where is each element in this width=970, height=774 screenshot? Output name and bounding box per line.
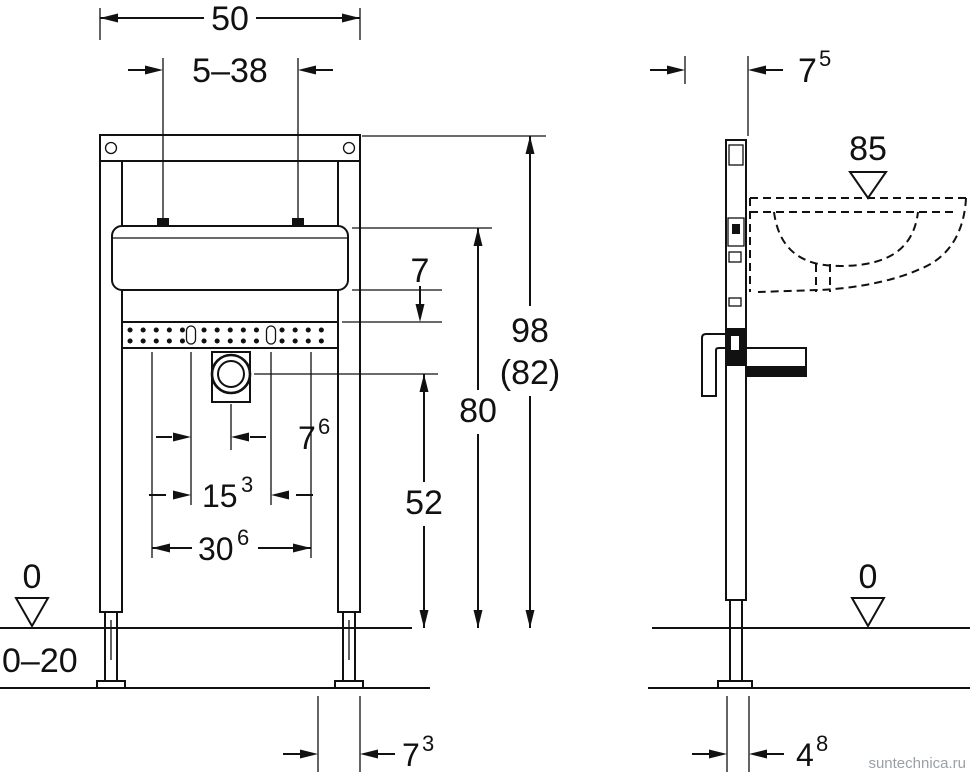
arrow-up-icon [419,374,429,392]
arrow-up-icon [525,136,535,154]
side-view: 7 5 85 0 4 8 [648,46,970,773]
dim-75-label: 7 [798,52,817,90]
top-crossbar [99,134,361,162]
datum-level-icon [14,597,50,629]
dim-tap-height-range: 5–38 [128,52,333,224]
dim-73-label: 7 [402,737,420,773]
arrow-right-icon [145,65,163,75]
arrow-left-icon [100,13,118,23]
arrow-left-icon [231,432,249,442]
dim-73-sup: 3 [422,731,434,756]
corner-screw-icon [104,141,118,155]
fixing-slot [185,325,197,345]
level-zero-label: 0 [23,558,42,596]
dim-153-sup: 3 [241,472,253,497]
arrow-left-icon [271,490,289,500]
arrow-down-icon [473,610,483,628]
drain-fitting [210,351,252,403]
arrow-right-icon [300,749,318,759]
side-rail [701,139,807,689]
dim-frame-height-98-82: 98 (82) [362,135,560,628]
dim-75-sup: 5 [819,46,831,71]
support-plate [111,218,349,291]
dim-gap-label: 7 [411,252,430,290]
arrow-up-icon [473,228,483,246]
floor-buildup-label: 0–20 [2,642,78,680]
arrow-left-icon [298,65,316,75]
datum-basin-85: 85 [848,130,888,200]
drain-elbow [701,333,726,397]
dim-offset-7: 7 [342,252,442,323]
arrow-right-icon [667,65,685,75]
dim-drain-height-52: 52 [254,373,443,628]
dim-depth-7-5: 7 5 [650,46,831,136]
arrow-down-icon [525,610,535,628]
datum-level-icon [850,597,886,629]
watermark: suntechnica.ru [868,755,966,772]
dim-48-sup: 8 [816,731,828,756]
dim-height-alt-label: (82) [500,354,560,392]
dim-rim-label: 80 [459,392,497,430]
dim-spacing-15-3: 15 3 [149,472,313,514]
datum-level-icon [848,171,888,200]
arrow-right-icon [173,490,191,500]
arrow-right-icon [173,432,191,442]
dim-foot-offset-7-3: 7 3 [283,696,434,773]
fixing-slot [265,325,277,345]
datum-zero-left: 0 0–20 [0,558,430,689]
mounting-rail [121,321,339,349]
dim-306-sup: 6 [237,525,249,550]
arrow-down-icon [415,304,425,322]
arrow-left-icon [748,65,766,75]
basin-height-label: 85 [849,130,887,168]
arrow-left-icon [749,749,767,759]
side-foot [717,680,753,689]
arrow-down-icon [419,610,429,628]
level-zero-label: 0 [859,558,878,596]
dim-306-label: 30 [198,531,234,567]
dim-76-sup: 6 [318,414,330,439]
dim-76-label: 7 [298,420,316,456]
arrow-right-icon [293,543,311,553]
dim-leg-depth-4-8: 4 8 [692,696,828,773]
dim-overall-width-50: 50 [99,0,361,40]
dim-height-main-label: 98 [511,312,549,350]
dim-tap-range-label: 5–38 [192,52,268,90]
dim-48-label: 4 [796,737,814,773]
arrow-left-icon [360,749,378,759]
right-foot [334,680,364,689]
washbasin-outline [749,197,967,293]
arrow-right-icon [709,749,727,759]
front-frame [96,134,364,689]
dim-rim-height-80: 80 [352,227,497,628]
corner-screw-icon [342,141,356,155]
dim-drain-label: 52 [405,484,443,522]
dim-width-label: 50 [211,0,249,38]
arrow-left-icon [152,543,170,553]
datum-zero-right: 0 [648,558,970,689]
left-foot [96,680,126,689]
dim-153-label: 15 [202,478,238,514]
front-view: 50 5–38 7 98 (82) [0,0,560,773]
arrow-right-icon [342,13,360,23]
dim-spacing-30-6: 30 6 [151,352,312,567]
